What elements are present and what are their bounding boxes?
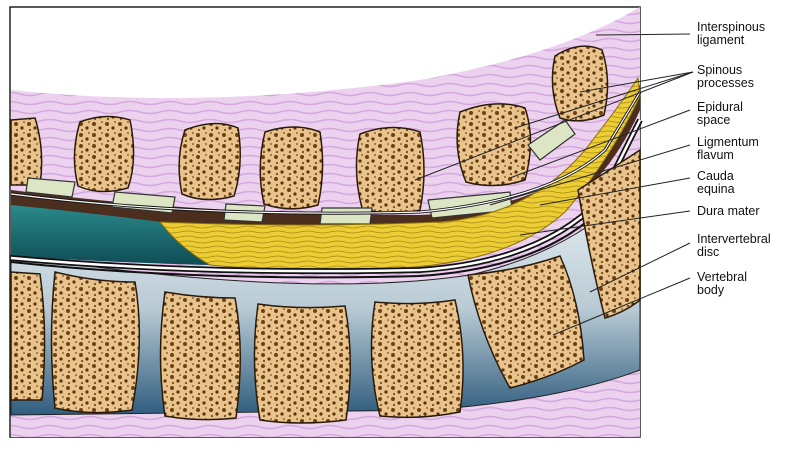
label-epidural-space: Epidural space <box>697 101 743 127</box>
label-interspinous-ligament: Interspinous ligament <box>697 21 765 47</box>
spinous-process <box>457 104 530 186</box>
spinous-process <box>179 123 240 199</box>
vertebral-body <box>254 304 350 423</box>
vertebral-body <box>11 272 45 400</box>
label-cauda-equina: Cauda equina <box>697 170 735 196</box>
label-vertebral-body: Vertebral body <box>697 271 747 297</box>
label-intervertebral-disc: Intervertebral disc <box>697 233 771 259</box>
spinous-process <box>74 116 133 191</box>
vertebral-body <box>161 292 241 420</box>
vertebral-body <box>52 272 140 413</box>
spinous-process <box>356 127 424 213</box>
spinous-process <box>552 46 607 121</box>
vertebral-body <box>371 300 463 417</box>
label-ligmentum-flavum: Ligmentum flavum <box>697 136 759 162</box>
label-dura-mater: Dura mater <box>697 205 760 218</box>
spinous-process <box>260 127 322 209</box>
spinous-process <box>11 118 42 185</box>
label-spinous-processes: Spinous processes <box>697 64 754 90</box>
